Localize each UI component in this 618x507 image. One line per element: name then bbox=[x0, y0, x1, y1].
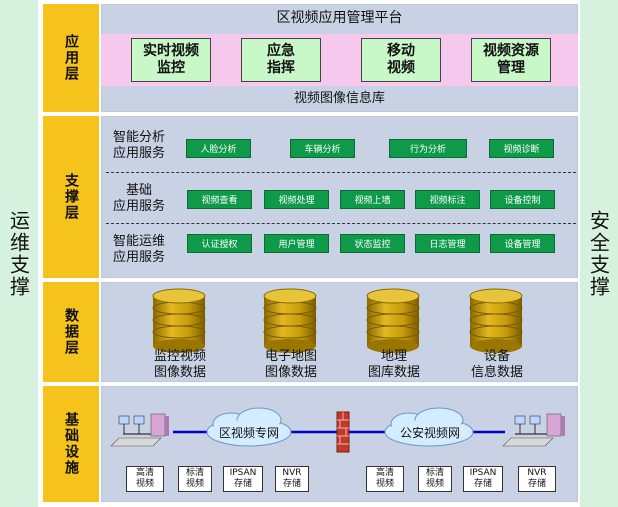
chip-video-wall: 视频上墙 bbox=[340, 190, 405, 209]
layer-label-app: 应用层 bbox=[43, 4, 99, 112]
cloud-label-district: 区视频专网 bbox=[218, 426, 279, 440]
cloud-label-police: 公安视频网 bbox=[399, 426, 460, 440]
chip-behavior-analysis: 行为分析 bbox=[389, 139, 467, 158]
chip-vehicle-analysis: 车辆分析 bbox=[290, 139, 355, 158]
database-icon bbox=[366, 288, 420, 353]
right-side-panel: 安全支撑 bbox=[580, 0, 618, 507]
network-diagram bbox=[110, 407, 565, 453]
infra-box-ipsan-right: IPSAN 存储 bbox=[463, 466, 503, 492]
chip-status-monitor: 状态监控 bbox=[340, 234, 405, 253]
infra-box-hd-left: 高清 视频 bbox=[126, 466, 164, 492]
layer-label-infra: 基础设施 bbox=[43, 386, 99, 502]
chip-face-analysis: 人脸分析 bbox=[186, 139, 251, 158]
layer-label-support: 支撑层 bbox=[43, 116, 99, 278]
service-label-ops: 智能运维 应用服务 bbox=[112, 234, 165, 265]
app-box-realtime-monitor: 实时视频 监控 bbox=[131, 38, 211, 82]
firewall-icon bbox=[336, 411, 350, 453]
chip-user-management: 用户管理 bbox=[264, 234, 329, 253]
chip-auth: 认证授权 bbox=[187, 234, 252, 253]
infra-box-ipsan-left: IPSAN 存储 bbox=[223, 466, 263, 492]
chip-log-management: 日志管理 bbox=[415, 234, 480, 253]
database-icon bbox=[263, 288, 317, 353]
chip-video-diagnosis: 视频诊断 bbox=[489, 139, 554, 158]
row-divider bbox=[106, 172, 576, 173]
platform-title: 区视频应用管理平台 bbox=[276, 10, 403, 26]
infra-box-hd-right: 高清 视频 bbox=[366, 466, 404, 492]
db-label-geo: 地理 图库数据 bbox=[367, 349, 420, 380]
chip-video-annotate: 视频标注 bbox=[415, 190, 480, 209]
infra-box-sd-right: 标清 视频 bbox=[418, 466, 452, 492]
chip-device-management: 设备管理 bbox=[490, 234, 555, 253]
db-label-monitor: 监控视频 图像数据 bbox=[153, 349, 206, 380]
app-box-video-resource: 视频资源 管理 bbox=[471, 38, 551, 82]
layer-label-data: 数据层 bbox=[43, 282, 99, 382]
security-support-label: 安全支撑 bbox=[586, 209, 611, 298]
db-label-device: 设备 信息数据 bbox=[470, 349, 523, 380]
row-divider bbox=[106, 223, 576, 224]
ops-support-label: 运维支撑 bbox=[6, 209, 31, 298]
db-label-emap: 电子地图 图像数据 bbox=[264, 349, 317, 380]
app-box-mobile-video: 移动 视频 bbox=[361, 38, 441, 82]
database-icon bbox=[469, 288, 523, 353]
chip-device-control: 设备控制 bbox=[490, 190, 555, 209]
cloud-icon bbox=[384, 407, 474, 447]
chip-video-view: 视频查看 bbox=[187, 190, 252, 209]
database-icons bbox=[152, 288, 523, 353]
video-image-library: 视频图像信息库 bbox=[293, 91, 385, 106]
service-label-analysis: 智能分析 应用服务 bbox=[112, 130, 165, 161]
chip-video-process: 视频处理 bbox=[264, 190, 329, 209]
service-label-basic: 基础 应用服务 bbox=[112, 183, 165, 214]
right-server-cluster-icon bbox=[502, 413, 565, 447]
app-box-emergency-command: 应急 指挥 bbox=[241, 38, 321, 82]
database-icon bbox=[152, 288, 206, 353]
infra-box-nvr-left: NVR 存储 bbox=[275, 466, 309, 492]
left-side-panel: 运维支撑 bbox=[0, 0, 38, 507]
left-server-cluster-icon bbox=[110, 413, 169, 447]
infra-box-nvr-right: NVR 存储 bbox=[518, 466, 556, 492]
cloud-icon bbox=[206, 407, 292, 447]
infra-box-sd-left: 标清 视频 bbox=[178, 466, 212, 492]
